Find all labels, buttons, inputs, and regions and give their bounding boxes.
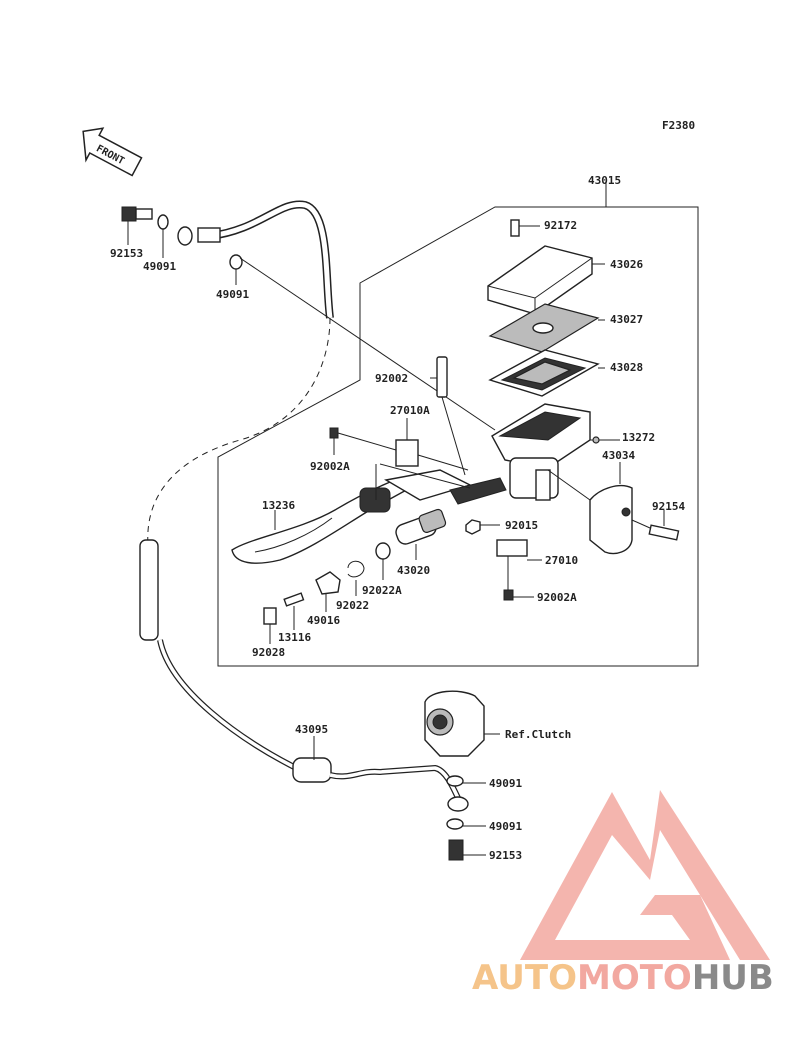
label-27010A: 27010A	[390, 404, 430, 417]
assembly-outline	[217, 183, 699, 667]
screw-92002A-top	[329, 427, 397, 455]
boot-49016	[315, 571, 341, 612]
label-92172: 92172	[544, 219, 577, 232]
label-49091-a: 49091	[143, 260, 176, 273]
label-92028: 92028	[252, 646, 285, 659]
diaphragm-43028	[488, 349, 605, 397]
banjo-bolt-bottom	[448, 839, 486, 861]
washer-49091-b	[229, 254, 243, 285]
nut-92015	[465, 519, 500, 535]
label-49091-d: 49091	[489, 820, 522, 833]
hose-fitting-bottom	[447, 796, 469, 812]
washer-49091-d	[446, 818, 486, 830]
clutch-hose	[139, 200, 461, 800]
label-92154: 92154	[652, 500, 685, 513]
circlip-92022	[347, 560, 365, 596]
clutch-lever-13236	[231, 469, 472, 564]
figure-code: F2380	[662, 119, 695, 132]
master-cylinder-body	[491, 403, 620, 501]
switch-27010A	[395, 418, 469, 471]
front-arrow-icon: FRONT	[82, 127, 143, 177]
banjo-bolt-top	[121, 206, 153, 245]
label-92002A-bottom: 92002A	[537, 591, 577, 604]
watermark-logo-icon	[520, 790, 770, 960]
label-92002: 92002	[375, 372, 408, 385]
watermark-moto: MOTO	[576, 958, 692, 998]
hose-fitting-top	[177, 226, 221, 246]
clamp-43034	[547, 462, 633, 555]
label-92022: 92022	[336, 599, 369, 612]
switch-27010	[496, 539, 542, 592]
label-92022A: 92022A	[362, 584, 402, 597]
watermark-text: AUTOMOTOHUB	[472, 958, 774, 998]
washer-49091-a	[157, 214, 169, 258]
piston-43020	[395, 508, 447, 560]
screw-92002A-bottom	[503, 589, 534, 601]
label-49091-b: 49091	[216, 288, 249, 301]
label-92153-top: 92153	[110, 247, 143, 260]
label-43034: 43034	[602, 449, 635, 462]
label-43028: 43028	[610, 361, 643, 374]
label-49016: 49016	[307, 614, 340, 627]
plate-43027	[488, 303, 605, 353]
label-43020: 43020	[397, 564, 430, 577]
adjuster-assembly	[375, 463, 507, 505]
label-13116: 13116	[278, 631, 311, 644]
leader-hose-to-master	[239, 257, 496, 431]
clutch-slave-cylinder	[424, 690, 500, 757]
label-27010: 27010	[545, 554, 578, 567]
reservoir-cap-43026	[487, 245, 605, 315]
bolt-92154	[631, 510, 680, 541]
label-ref-clutch: Ref.Clutch	[505, 728, 571, 741]
label-13272: 13272	[622, 431, 655, 444]
watermark-hub: HUB	[691, 958, 774, 998]
ring-92022A	[375, 542, 391, 580]
washer-49091-c	[446, 775, 486, 787]
bush-92028	[263, 607, 277, 644]
label-43026: 43026	[610, 258, 643, 271]
label-92002A-top: 92002A	[310, 460, 350, 473]
label-13236: 13236	[262, 499, 295, 512]
pivot-bolt-92002	[430, 356, 466, 476]
label-49091-c: 49091	[489, 777, 522, 790]
label-43095: 43095	[295, 723, 328, 736]
label-92153-bottom: 92153	[489, 849, 522, 862]
label-92015: 92015	[505, 519, 538, 532]
screw-92172	[510, 219, 540, 237]
label-43027: 43027	[610, 313, 643, 326]
pushrod-13116	[283, 592, 305, 630]
label-43015: 43015	[588, 174, 621, 187]
watermark-auto: AUTO	[472, 958, 577, 998]
